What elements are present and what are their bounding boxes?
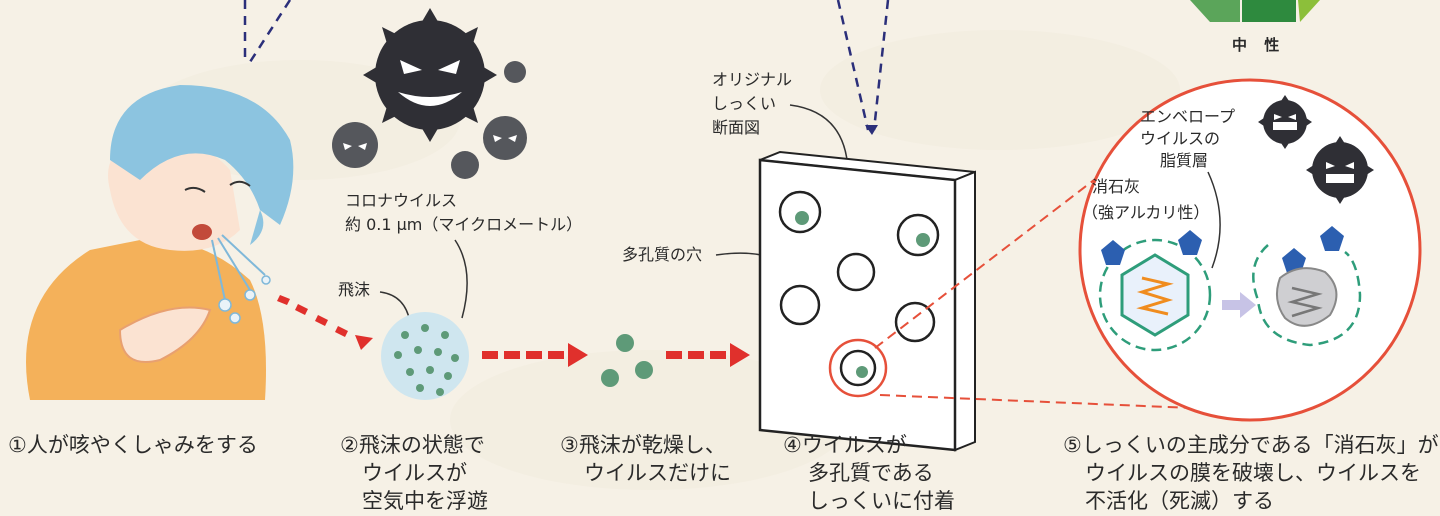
step-3-caption: ③飛沫が乾燥し、 ウイルスだけに [560,433,731,485]
lime-molecule-icons [1101,226,1344,273]
droplet-with-viruses [381,312,469,400]
lime-label-2: （強アルカリ性） [1082,203,1209,222]
envelope-label-3: 脂質層 [1160,151,1208,170]
droplet-label: 飛沫 [338,280,370,299]
flow-arrow-1 [277,295,373,350]
flow-arrow-2 [482,343,588,367]
porous-hole-label: 多孔質の穴 [622,245,702,264]
coronavirus-small-icon [332,61,527,179]
zoom-highlight-circle [828,338,888,398]
step-5-line-2: ウイルスの膜を破壊し、ウイルスを [1085,461,1421,485]
step-1-caption: ①人が咳やくしゃみをする [8,433,258,457]
coughing-person-illustration [26,85,294,400]
step-5-line-3: 不活化（死滅）する [1085,489,1274,513]
step-2-caption: ②飛沫の状態で ウイルスが 空気中を浮遊 [340,433,488,513]
step-4-line-1: ④ウイルスが [783,433,907,457]
step-3-line-1: ③飛沫が乾燥し、 [560,433,726,457]
corona-label-2: 約 0.1 μm（マイクロメートル） [345,215,582,234]
original-label-3: 断面図 [712,118,760,137]
step-1-line-1: ①人が咳やくしゃみをする [8,433,258,457]
step-2-line-1: ②飛沫の状態で [340,433,485,457]
lime-label-1: 消石灰 [1092,177,1140,196]
step-5-line-1: ⑤しっくいの主成分である「消石灰」が [1063,433,1439,457]
virus-before [1098,238,1212,352]
magnified-view [1078,78,1422,422]
transform-arrow-icon [1222,292,1256,318]
neutral-label: 中 性 [1232,36,1285,54]
plaster-block [758,150,976,452]
coronavirus-large-icon [363,8,497,142]
step-4-caption: ④ウイルスが 多孔質である しっくいに付着 [783,433,955,513]
angry-virus-faces [1273,114,1354,183]
corona-leader-line [454,239,468,319]
envelope-label-2: ウイルスの [1140,129,1220,148]
step-2-line-2: ウイルスが [362,461,467,485]
envelope-leader-line [1207,171,1221,269]
step-4-line-2: 多孔質である [808,461,934,485]
top-dashed-lines [243,0,890,131]
flow-arrow-3 [666,343,750,367]
corona-label-1: コロナウイルス [345,191,457,210]
virus-after [1252,244,1362,347]
original-label-1: オリジナル [712,70,792,89]
pointer-icon [865,125,878,135]
coronavirus-eyes [343,135,517,150]
step-3-line-2: ウイルスだけに [584,461,731,485]
envelope-label-1: エンベロープ [1140,107,1235,126]
original-label-2: しっくい [712,94,776,113]
zoom-lines [874,159,1241,411]
step-2-line-3: 空気中を浮遊 [362,489,488,513]
step-5-caption: ⑤しっくいの主成分である「消石灰」が ウイルスの膜を破壊し、ウイルスを 不活化（… [1063,433,1439,513]
ph-gauge-icon [1190,0,1320,22]
step-4-line-3: しっくいに付着 [808,489,955,513]
dried-viruses [601,334,653,387]
